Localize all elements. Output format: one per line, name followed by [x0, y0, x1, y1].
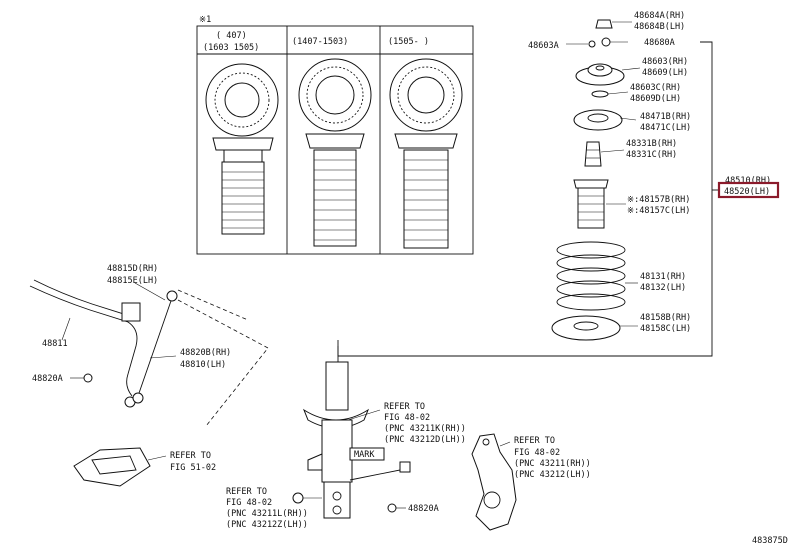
label-48158B: 48158B(RH) — [640, 313, 691, 323]
ref2-line1: REFER TO — [514, 436, 555, 446]
bushing-48815 — [121, 302, 141, 322]
stabilizer-link-48820B — [132, 290, 178, 404]
bearing-48603C — [591, 90, 609, 98]
ref1-line3: (PNC 43211K(RH)) — [384, 424, 466, 434]
inset-boot-3 — [394, 133, 458, 249]
inset-boot-1 — [212, 137, 274, 235]
label-48603: 48603(RH) — [642, 57, 688, 67]
label-48331C: 48331C(RH) — [626, 150, 677, 160]
insulator-48471 — [573, 109, 623, 131]
support-48603 — [575, 63, 625, 86]
label-48603C: 48603C(RH) — [630, 83, 681, 93]
label-48680A: 48680A — [644, 38, 675, 48]
label-48820A-bottom: 48820A — [408, 504, 439, 514]
inset-col1-date: ( 407) — [216, 31, 247, 41]
dashed-link-1 — [177, 299, 269, 427]
strut-exploded-stack — [337, 19, 720, 357]
stack-leaders — [566, 21, 641, 327]
stack-labels: 48684A(RH) 48684B(LH) 48680A 48603A 4860… — [528, 11, 780, 334]
coil-spring-48131 — [556, 241, 626, 311]
ref1-line4: (PNC 43212D(LH)) — [384, 435, 466, 445]
inset-insulator-3 — [389, 58, 463, 132]
strut-assembly — [302, 340, 385, 519]
label-48815E: 48815E(LH) — [107, 276, 158, 286]
ref2-line2: FIG 48-02 — [514, 448, 560, 458]
ref4-line1: REFER TO — [226, 487, 267, 497]
label-48810: 48810(LH) — [180, 360, 226, 370]
label-48157C: ※:48157C(LH) — [627, 206, 690, 216]
label-48609D: 48609D(LH) — [630, 94, 681, 104]
inset-col3-date: (1505- ) — [388, 37, 429, 47]
diagram-id: 483875D — [752, 536, 788, 546]
ref3-line1: REFER TO — [170, 451, 211, 461]
inset-col2-date: (1407-1503) — [292, 37, 348, 47]
label-48820A-left: 48820A — [32, 374, 63, 384]
label-48684A: 48684A(RH) — [634, 11, 685, 21]
bushing-small — [292, 492, 304, 504]
ref1-line1: REFER TO — [384, 402, 425, 412]
nut-48680A — [601, 37, 611, 47]
highlight-48520 — [717, 181, 780, 199]
stabilizer-bar — [29, 279, 141, 408]
ref2-line3: (PNC 43211(RH)) — [514, 459, 591, 469]
label-48520[interactable]: 48520(LH) — [724, 187, 770, 197]
label-48471B: 48471B(RH) — [640, 112, 691, 122]
boot-48157 — [573, 179, 609, 229]
ref1-line2: FIG 48-02 — [384, 413, 430, 423]
label-48684B: 48684B(LH) — [634, 22, 685, 32]
steering-knuckle — [471, 433, 517, 531]
label-48157B: ※:48157B(RH) — [627, 195, 690, 205]
cap-48684 — [595, 19, 613, 29]
ref2-line4: (PNC 43212(LH)) — [514, 470, 591, 480]
label-48609: 48609(LH) — [642, 68, 688, 78]
label-48820B: 48820B(RH) — [180, 348, 231, 358]
label-48158C: 48158C(LH) — [640, 324, 691, 334]
label-48811: 48811 — [42, 339, 68, 349]
label-48471C: 48471C(LH) — [640, 123, 691, 133]
fender-apron — [73, 447, 151, 487]
inset-panel: ※1 ( 407) (1603 1505) (1407-1503) (1505-… — [196, 15, 474, 255]
label-48510: 48510(RH) — [725, 176, 771, 186]
label-48132: 48132(LH) — [640, 283, 686, 293]
inset-insulator-2 — [298, 58, 372, 132]
dashed-link-2 — [177, 289, 249, 321]
inset-insulator-1 — [205, 63, 279, 137]
ref4-line2: FIG 48-02 — [226, 498, 272, 508]
ref4-line4: (PNC 43212Z(LH)) — [226, 520, 308, 530]
nut-48820A-left — [83, 373, 93, 383]
ref3-line2: FIG 51-02 — [170, 463, 216, 473]
label-48603A: 48603A — [528, 41, 559, 51]
nut-48603A — [588, 40, 596, 48]
ref4-line3: (PNC 43211L(RH)) — [226, 509, 308, 519]
label-48131: 48131(RH) — [640, 272, 686, 282]
inset-col1-date-b: (1603 1505) — [203, 43, 259, 53]
label-48331B: 48331B(RH) — [626, 139, 677, 149]
inset-boot-2 — [305, 133, 365, 247]
label-48815D: 48815D(RH) — [107, 264, 158, 274]
nut-48820A-bottom — [387, 503, 397, 513]
stopper-48331 — [584, 141, 602, 167]
bolt — [349, 461, 411, 481]
insulator-48158 — [551, 315, 621, 341]
inset-marker: ※1 — [199, 15, 211, 25]
mark-tag: MARK — [354, 450, 375, 460]
